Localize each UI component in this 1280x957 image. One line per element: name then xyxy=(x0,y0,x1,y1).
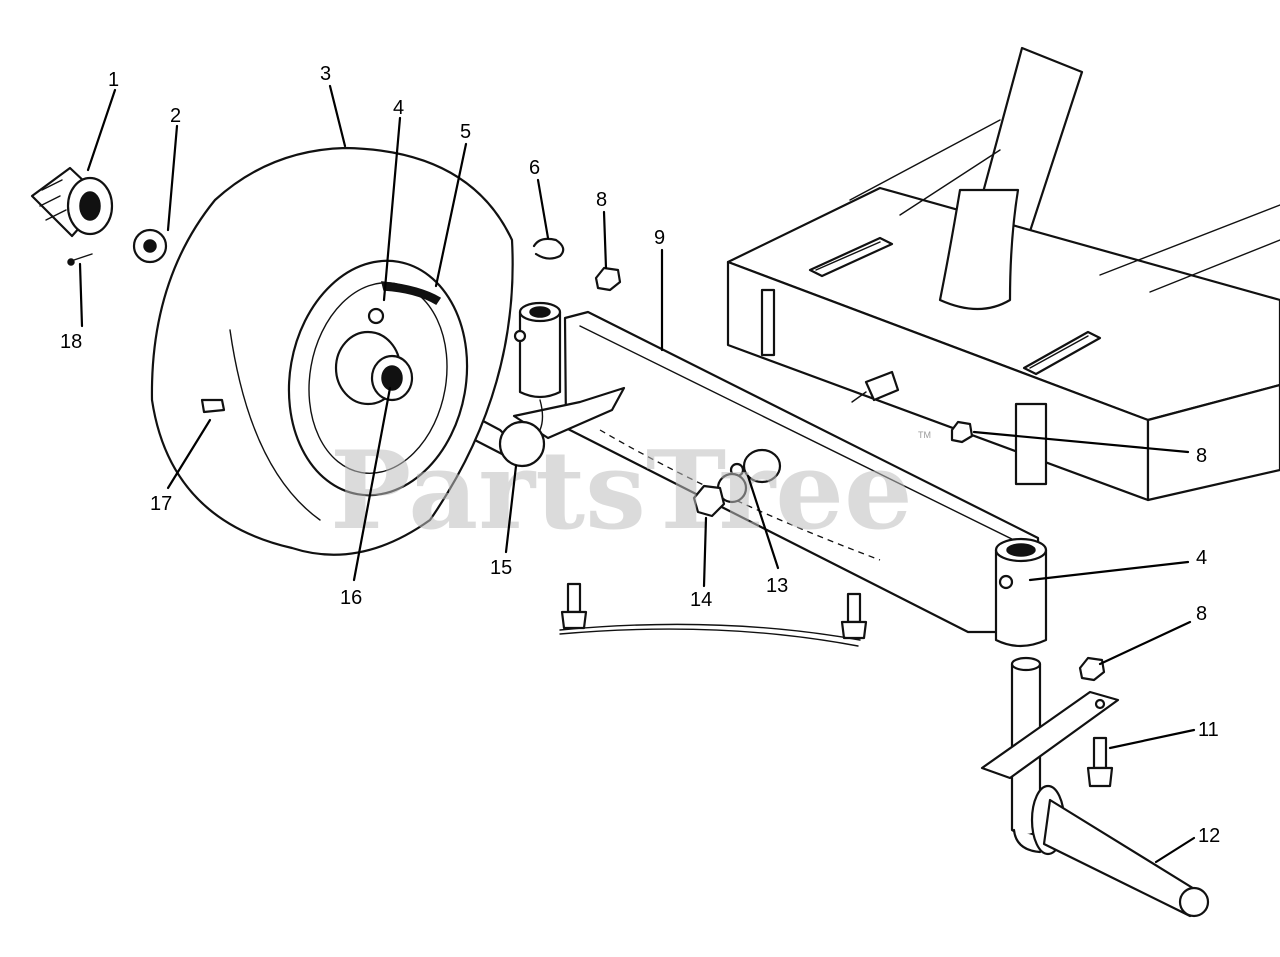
callout-2: 2 xyxy=(170,105,181,127)
callout-17: 17 xyxy=(150,493,172,515)
hardware xyxy=(30,166,1106,682)
hex-nut-top xyxy=(594,266,622,292)
callout-3: 3 xyxy=(320,63,331,85)
watermark: PartsTree TM xyxy=(330,428,931,554)
hex-nut-lower xyxy=(1078,656,1106,682)
watermark-text: PartsTree xyxy=(330,428,913,554)
callout-labels: 1 2 3 4 5 6 8 9 8 17 18 16 15 14 13 4 8 … xyxy=(60,63,1220,847)
right-spindle xyxy=(980,537,1210,918)
hex-nut-right xyxy=(950,420,974,444)
callout-5: 5 xyxy=(460,121,471,143)
watermark-tm: TM xyxy=(918,430,931,440)
callout-9: 9 xyxy=(654,227,665,249)
callout-15: 15 xyxy=(490,557,512,579)
callout-1: 1 xyxy=(108,69,119,91)
washer-large xyxy=(742,448,782,484)
callout-13: 13 xyxy=(766,575,788,597)
callout-11: 11 xyxy=(1198,719,1219,741)
callout-8-top: 8 xyxy=(596,189,607,211)
callout-16: 16 xyxy=(340,587,362,609)
wheel-tire xyxy=(150,146,514,556)
callout-14: 14 xyxy=(690,589,712,611)
lock-nut xyxy=(692,484,726,518)
callout-4: 4 xyxy=(393,97,404,119)
callout-8-right: 8 xyxy=(1196,445,1207,467)
hub-cap xyxy=(30,166,114,238)
callout-4-right: 4 xyxy=(1196,547,1207,569)
frame-assembly xyxy=(726,46,1280,502)
callout-12: 12 xyxy=(1198,825,1220,847)
snap-ring xyxy=(532,237,565,260)
callout-18: 18 xyxy=(60,331,82,353)
leader-lines xyxy=(78,84,1196,864)
cotter-pin xyxy=(67,258,75,266)
callout-6: 6 xyxy=(529,157,540,179)
callout-8-lower: 8 xyxy=(1196,603,1207,625)
